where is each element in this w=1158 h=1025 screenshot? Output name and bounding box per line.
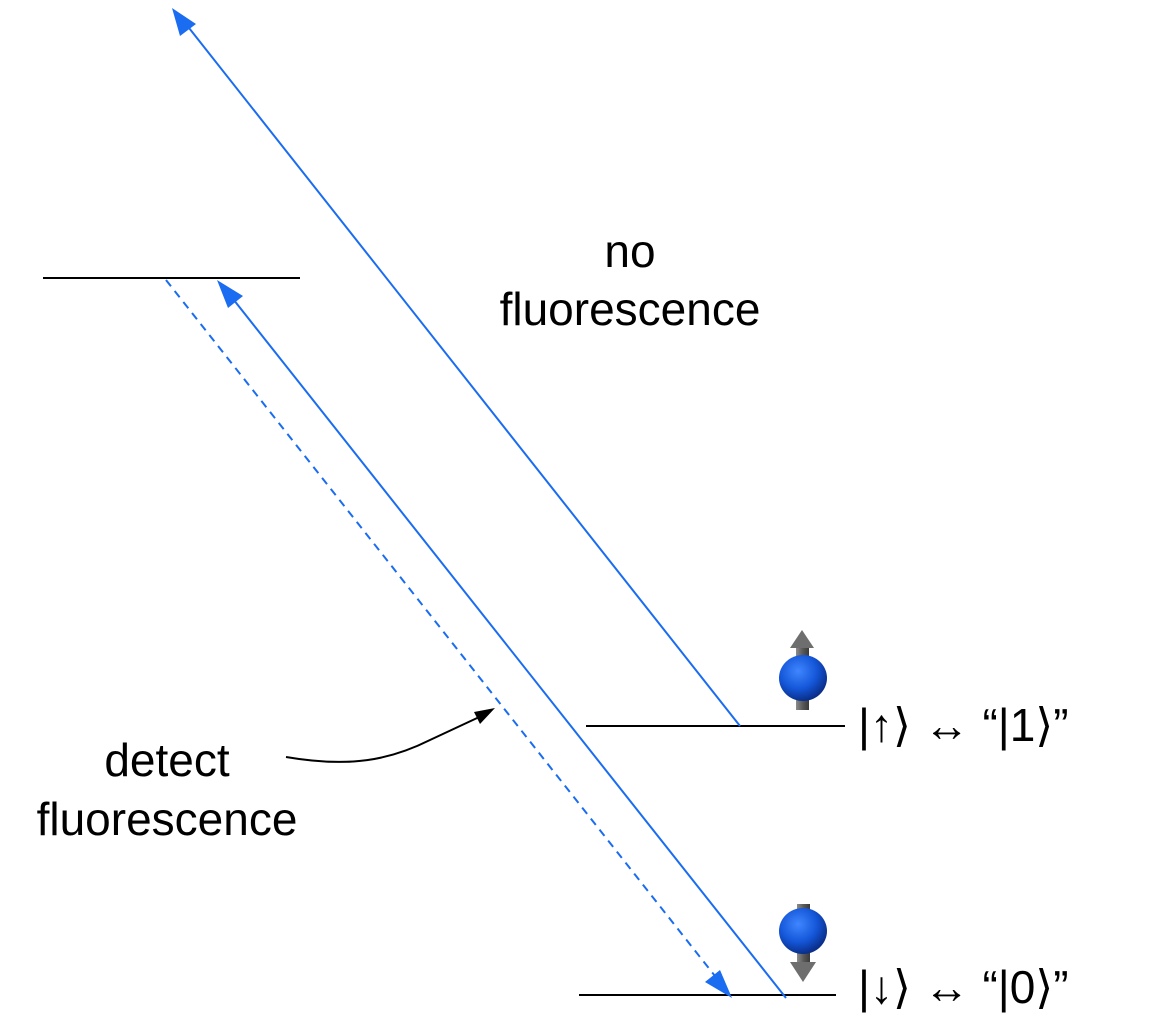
off-resonant-arrow-tip <box>172 8 196 36</box>
spin-down-icon <box>779 904 827 982</box>
no-fluorescence-line2: fluorescence <box>499 283 761 335</box>
spin-down-state-label: |↓⟩ ↔ “|0⟩” <box>858 961 1069 1013</box>
fluorescence-decay-arrow <box>165 279 727 991</box>
spin-up-icon <box>779 630 827 710</box>
detect-fluorescence-line2: fluorescence <box>36 793 298 845</box>
fluorescence-arrow-tip <box>705 970 732 998</box>
excitation-laser-arrow <box>221 284 787 999</box>
off-resonant-laser-arrow <box>177 13 741 727</box>
excitation-arrow-tip <box>217 280 243 308</box>
detect-fluorescence-line1: detect <box>104 734 230 786</box>
detect-pointer-curve <box>285 711 491 763</box>
no-fluorescence-line1: no <box>604 225 656 277</box>
detect-pointer-tip <box>474 708 495 724</box>
spin-up-state-label: |↑⟩ ↔ “|1⟩” <box>858 699 1069 751</box>
